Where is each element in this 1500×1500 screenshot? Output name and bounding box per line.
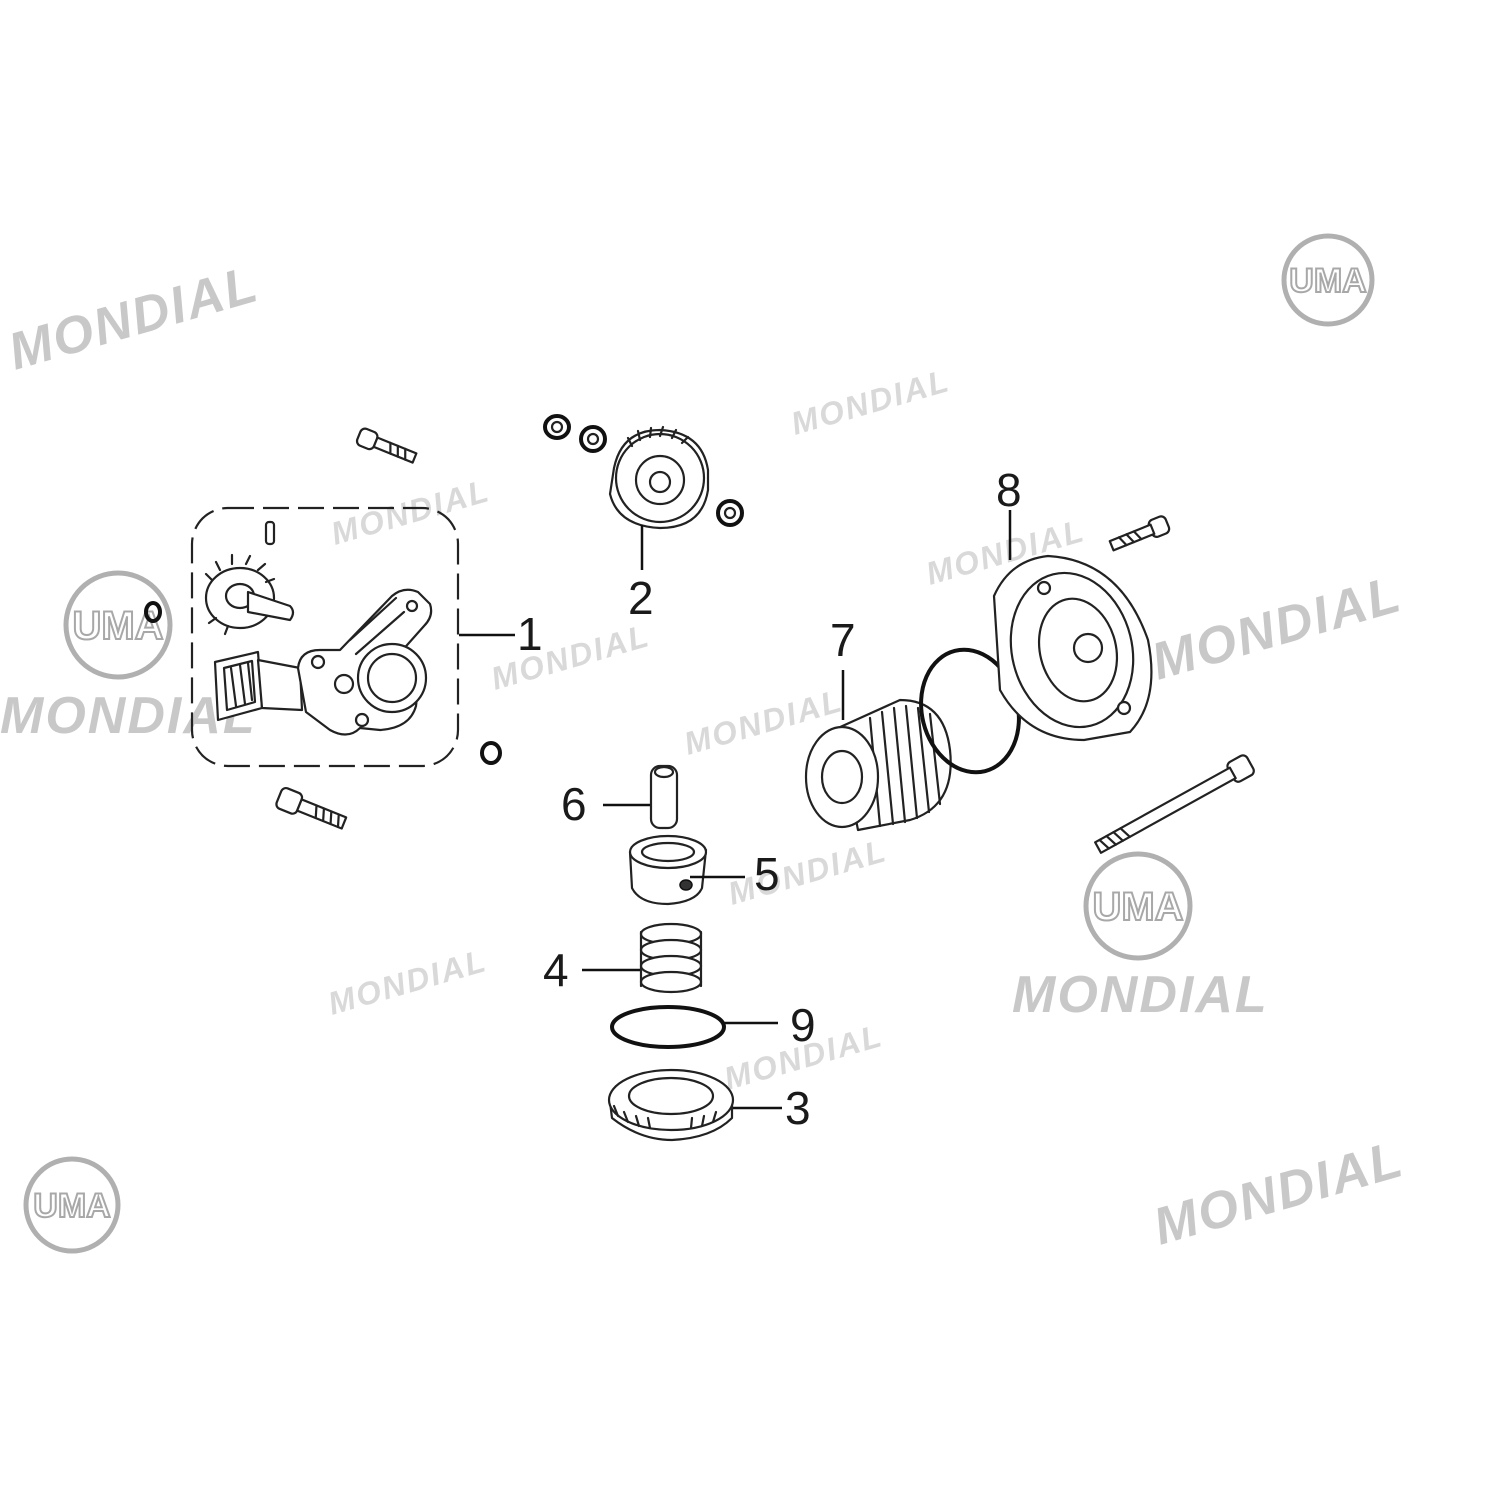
- relief-valve-stack: [582, 764, 782, 1142]
- callout-5: 5: [754, 848, 780, 900]
- washer-inner: [550, 420, 564, 434]
- callout-4: 4: [543, 944, 569, 996]
- mondial-watermark: MONDIAL: [724, 832, 891, 912]
- uma-logo-text: UMA: [33, 1187, 110, 1225]
- callout-8: 8: [996, 464, 1022, 516]
- mondial-watermark: MONDIAL: [327, 472, 494, 552]
- callout-6: 6: [561, 778, 587, 830]
- valve-o-ring: [610, 1005, 726, 1049]
- mondial-watermark: MONDIAL: [487, 617, 654, 697]
- long-bolt: [1094, 754, 1255, 854]
- pump-drive-gear: [204, 553, 295, 636]
- valve-cap: [607, 1068, 735, 1142]
- pump-pin: [264, 520, 276, 546]
- washer-inner: [723, 506, 737, 520]
- pump-gear-set: [543, 414, 744, 570]
- callout-7: 7: [830, 614, 856, 666]
- uma-logo-text: UMA: [1092, 885, 1183, 929]
- o-ring-small: [480, 741, 502, 765]
- pump-strainer: [213, 650, 304, 722]
- bolt: [275, 786, 348, 830]
- oil-pump-assembly: [190, 506, 460, 768]
- valve-spring: [639, 922, 703, 994]
- oil-filter: [804, 670, 952, 832]
- washer-inner: [586, 432, 600, 446]
- uma-logo-watermark: UMA: [63, 570, 173, 680]
- mondial-watermark: MONDIAL: [324, 942, 491, 1022]
- uma-logo-watermark: UMA: [1281, 233, 1375, 327]
- valve-pin: [649, 764, 679, 830]
- callout-1: 1: [517, 608, 543, 660]
- mondial-watermark: MONDIAL: [2, 255, 265, 381]
- washer: [579, 425, 607, 453]
- valve-housing: [628, 834, 708, 906]
- filter-cover: [992, 510, 1153, 742]
- uma-logo-watermark: UMA: [1083, 851, 1193, 961]
- washer: [543, 414, 571, 440]
- callout-2: 2: [628, 572, 654, 624]
- mondial-watermark: MONDIAL: [1147, 1130, 1410, 1256]
- uma-logo-watermark: UMA: [23, 1156, 121, 1254]
- o-ring-small: [144, 601, 162, 623]
- pump-body: [296, 588, 433, 736]
- uma-logo-text: UMA: [1289, 262, 1366, 300]
- uma-logo-text: UMA: [72, 604, 163, 648]
- mondial-watermark: MONDIAL: [1145, 565, 1408, 691]
- bolt: [355, 427, 418, 464]
- washer: [716, 499, 744, 527]
- callout-labels: 1 2 3 4 5 6 7 8 9: [517, 464, 1022, 1134]
- pump-gear: [608, 425, 710, 530]
- callout-3: 3: [785, 1082, 811, 1134]
- mondial-watermark: MONDIAL: [1012, 966, 1269, 1024]
- bolt: [1108, 515, 1171, 552]
- mondial-watermark: MONDIAL: [787, 362, 954, 442]
- callout-9: 9: [790, 999, 816, 1051]
- mondial-watermark: MONDIAL: [0, 687, 257, 745]
